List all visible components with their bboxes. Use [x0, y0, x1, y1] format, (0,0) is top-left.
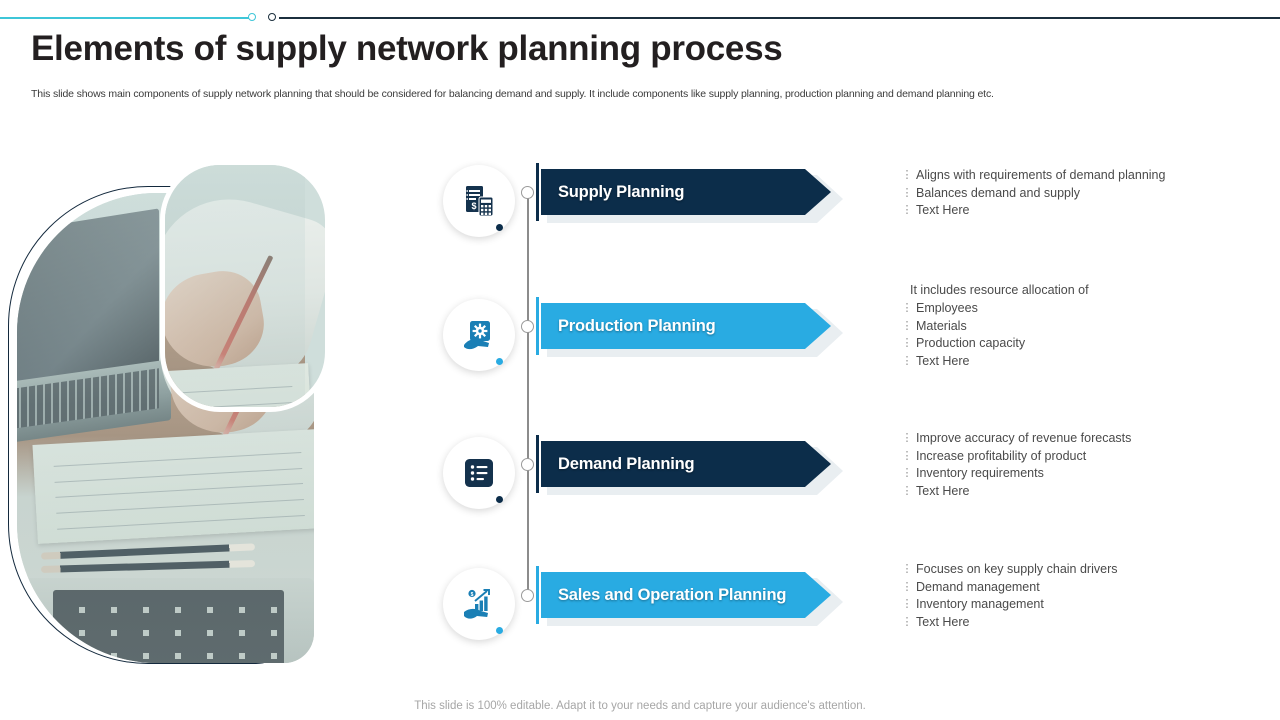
bullet-marker-icon: ⋮ — [901, 204, 913, 216]
chevron-accent-stripe-3 — [536, 435, 539, 493]
bullet-list-1: ⋮ Aligns with requirements of demand pla… — [898, 167, 1166, 220]
bullet-marker-icon: ⋮ — [901, 467, 913, 479]
bubble-accent-dot-2 — [496, 358, 503, 365]
list-item: ⋮ Aligns with requirements of demand pla… — [898, 167, 1166, 185]
photo-overlay-shape — [160, 160, 330, 412]
photo-keyboard-keys — [52, 590, 285, 663]
icon-bubble-3[interactable] — [443, 437, 515, 509]
chevron-accent-stripe-4 — [536, 566, 539, 624]
invoice-calculator-icon: $ — [466, 186, 494, 217]
chevron-label-4: Sales and Operation Planning — [558, 585, 787, 604]
rule-segment-dark — [279, 17, 1280, 19]
bullet-list-3: ⋮ Improve accuracy of revenue forecasts … — [898, 430, 1132, 501]
list-item: ⋮ Balances demand and supply — [898, 185, 1165, 203]
process-row-production-planning: Production Planning It includes resource… — [0, 283, 1280, 409]
timeline-node-3 — [521, 458, 534, 471]
list-item: ⋮ Inventory requirements — [898, 465, 1131, 483]
bubble-accent-dot-4 — [496, 627, 503, 634]
bullet-list-2: It includes resource allocation of ⋮ Emp… — [898, 283, 1089, 370]
slide-footer-note: This slide is 100% editable. Adapt it to… — [414, 700, 866, 712]
rule-segment-teal — [0, 17, 252, 19]
process-row-sales-operation-planning: $ Sales and Operation Planning ⋮ Focuses… — [0, 558, 1280, 678]
list-item: ⋮ Materials — [898, 318, 1089, 336]
checklist-icon — [465, 459, 493, 487]
chevron-label-1: Supply Planning — [558, 182, 685, 201]
timeline-node-2 — [521, 320, 534, 333]
chevron-accent-stripe-2 — [536, 297, 539, 355]
bullet-marker-icon: ⋮ — [901, 615, 913, 628]
icon-bubble-4[interactable]: $ — [443, 568, 515, 640]
process-row-demand-planning: Demand Planning ⋮ Improve accuracy of re… — [0, 427, 1280, 547]
bullet-marker-icon: ⋮ — [901, 354, 913, 367]
bullet-marker-icon: ⋮ — [901, 563, 913, 575]
bubble-accent-dot-1 — [496, 224, 503, 231]
rule-circle-teal-icon — [248, 13, 256, 21]
list-item: ⋮ Production capacity — [898, 335, 1089, 353]
bullet-marker-icon: ⋮ — [901, 319, 913, 332]
chevron-accent-stripe-1 — [536, 163, 539, 221]
photo-composition — [8, 160, 338, 670]
list-item: ⋮ Increase profitability of product — [898, 448, 1131, 466]
photo-overlay-crop — [165, 165, 325, 407]
chevron-label-3: Demand Planning — [558, 454, 695, 473]
page-subtitle: This slide shows main components of supp… — [31, 88, 994, 100]
chevron-body-3: Demand Planning — [541, 441, 831, 487]
bullet-lead-text-2: It includes resource allocation of — [910, 283, 1089, 297]
top-decorative-rule — [0, 13, 1280, 21]
list-item: ⋮ Text Here — [898, 614, 1117, 632]
svg-text:$: $ — [471, 592, 474, 598]
list-item: ⋮ Inventory management — [898, 596, 1117, 614]
bullet-marker-icon: ⋮ — [901, 580, 913, 593]
list-item: ⋮ Demand management — [898, 579, 1117, 597]
list-item: ⋮ Text Here — [898, 483, 1131, 501]
timeline-node-4 — [521, 589, 534, 602]
bullet-marker-icon: ⋮ — [901, 598, 913, 610]
timeline-connector-line — [527, 188, 529, 600]
bullet-marker-icon: ⋮ — [901, 449, 913, 462]
bullet-marker-icon: ⋮ — [901, 302, 913, 314]
rule-circle-dark-icon — [268, 13, 276, 21]
list-item: ⋮ Employees — [898, 300, 1089, 318]
chevron-label-2: Production Planning — [558, 316, 716, 335]
icon-bubble-1[interactable]: $ — [443, 165, 515, 237]
bubble-accent-dot-3 — [496, 496, 503, 503]
hand-gear-icon — [464, 321, 490, 350]
bullet-marker-icon: ⋮ — [901, 432, 913, 444]
bullet-list-4: ⋮ Focuses on key supply chain drivers ⋮ … — [898, 561, 1118, 632]
bullet-marker-icon: ⋮ — [901, 337, 913, 349]
bullet-marker-icon: ⋮ — [901, 186, 913, 199]
svg-text:$: $ — [472, 201, 477, 211]
chevron-body-2: Production Planning — [541, 303, 831, 349]
bullet-marker-icon: ⋮ — [901, 484, 913, 497]
icon-bubble-2[interactable] — [443, 299, 515, 371]
chevron-body-4: Sales and Operation Planning — [541, 572, 831, 618]
bullet-marker-icon: ⋮ — [901, 169, 913, 181]
list-item: ⋮ Improve accuracy of revenue forecasts — [898, 430, 1132, 448]
chevron-body-1: Supply Planning — [541, 169, 831, 215]
list-item: ⋮ Text Here — [898, 202, 1165, 220]
process-row-supply-planning: $ Supply Planning ⋮ Aligns with requirem… — [0, 155, 1280, 275]
timeline-node-1 — [521, 186, 534, 199]
page-title: Elements of supply network planning proc… — [31, 29, 783, 68]
list-item: ⋮ Text Here — [898, 353, 1089, 371]
hand-growth-chart-icon: $ — [464, 589, 490, 619]
list-item: ⋮ Focuses on key supply chain drivers — [898, 561, 1118, 579]
